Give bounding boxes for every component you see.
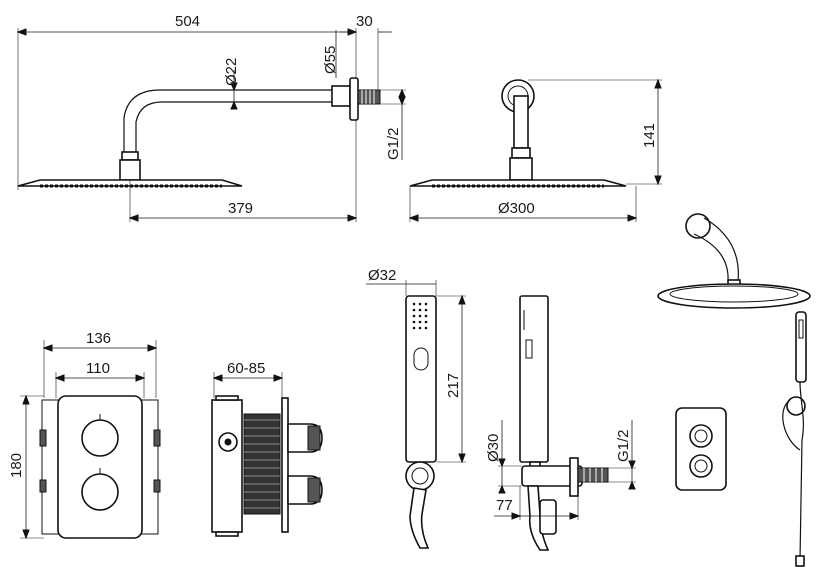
dim-hand-shower-diameter: Ø32 [366, 267, 437, 296]
shower-head-front-view: 141 Ø300 [408, 78, 662, 222]
dim-holder-thread: G1/2 [608, 420, 636, 490]
label-head-diameter: Ø300 [498, 200, 535, 217]
label-60-85: 60-85 [227, 360, 265, 377]
dim-504: 504 [16, 13, 358, 36]
label-holder-thread: G1/2 [615, 429, 632, 462]
dim-thread: G1/2 [380, 88, 406, 160]
valve-box-side-view: 60-85 [211, 360, 323, 537]
label-77: 77 [496, 497, 513, 514]
label-136: 136 [86, 330, 111, 347]
hand-shower-side-view: Ø30 G1/2 77 [485, 295, 636, 551]
label-hand-shower-diameter: Ø32 [368, 267, 396, 284]
mixer-plate-perspective [675, 407, 727, 491]
label-flange-diameter: Ø55 [322, 46, 339, 74]
label-379: 379 [228, 200, 253, 217]
label-110: 110 [86, 360, 110, 377]
shower-head-perspective [657, 213, 811, 309]
dim-217: 217 [436, 294, 466, 464]
dim-77: 77 [494, 486, 580, 520]
label-arm-diameter: Ø22 [223, 58, 240, 86]
hand-shower-front-view: Ø32 217 [366, 267, 466, 549]
dim-flange-diameter: Ø55 [322, 30, 339, 78]
dim-arm-diameter: Ø22 [223, 58, 240, 110]
dim-379: 379 [128, 120, 358, 222]
label-30: 30 [356, 13, 373, 30]
dim-60-85: 60-85 [212, 360, 284, 398]
shower-head-side-view: 504 30 Ø22 Ø55 [16, 13, 406, 222]
dim-110: 110 [54, 360, 146, 382]
label-holder-diameter: Ø30 [485, 434, 502, 462]
dim-head-diameter: Ø300 [408, 186, 638, 222]
valve-box-front-view: 136 110 180 [8, 330, 161, 540]
label-141: 141 [641, 123, 658, 148]
hand-shower-perspective [782, 311, 807, 567]
dim-180: 180 [8, 394, 44, 540]
label-180: 180 [8, 453, 25, 478]
label-217: 217 [445, 373, 462, 398]
label-504: 504 [175, 13, 200, 30]
dim-holder-diameter: Ø30 [485, 420, 522, 494]
dim-30: 30 [340, 13, 392, 33]
label-thread: G1/2 [385, 127, 402, 160]
dim-136: 136 [42, 330, 158, 352]
dim-141: 141 [528, 78, 662, 186]
